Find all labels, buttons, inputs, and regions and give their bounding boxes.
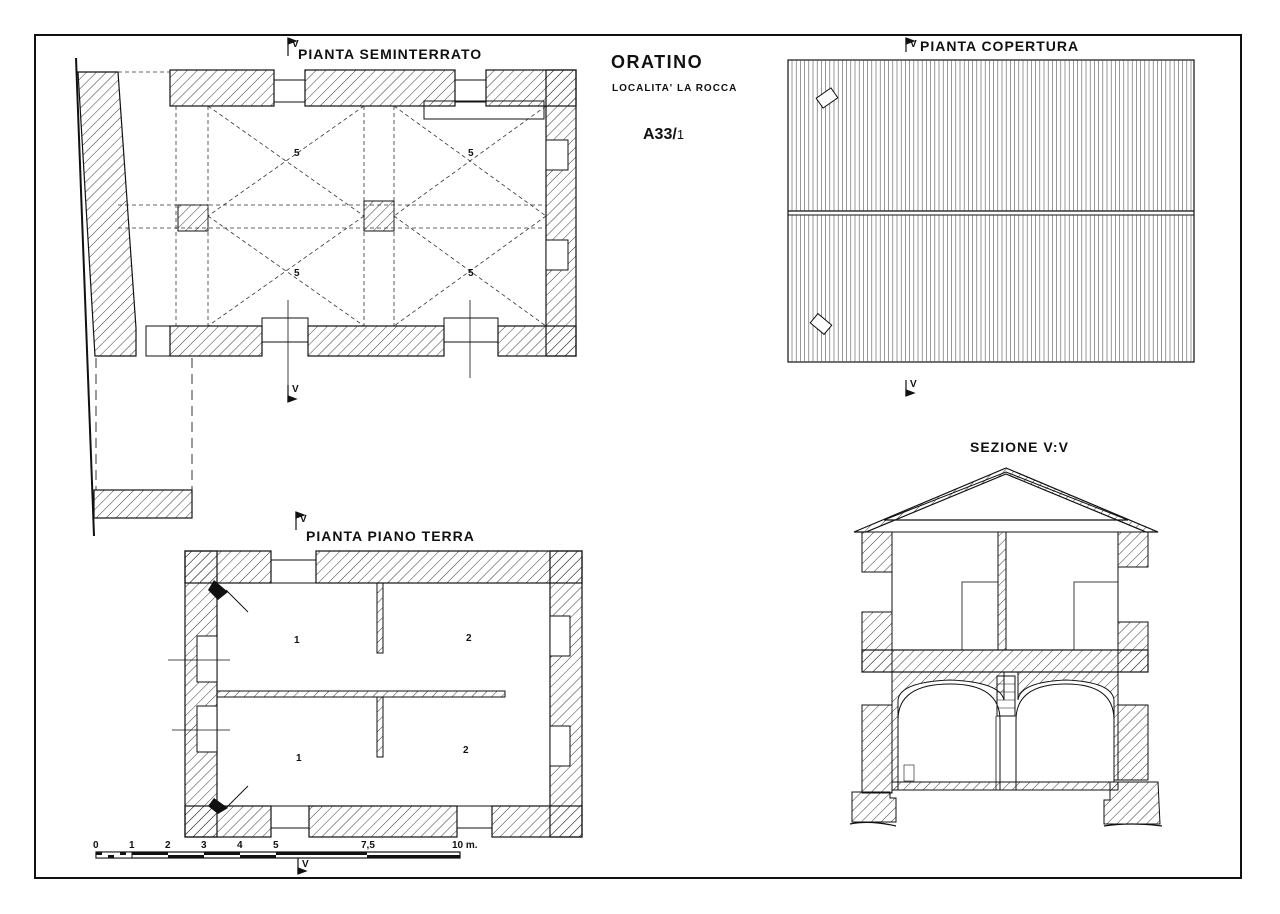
scale-tick-label: 10 m. [452, 840, 478, 851]
section-marker: V [302, 859, 309, 870]
basement-plan [75, 57, 577, 537]
basement-plan-title: PIANTA SEMINTERRATO [298, 46, 483, 62]
scale-tick-label: 1 [129, 840, 135, 851]
sheet-code-sub: 1 [676, 127, 685, 142]
basement-room-label: 5 [468, 148, 474, 159]
ground-room-label: 2 [466, 633, 472, 644]
section-marker: V [292, 39, 299, 50]
section-marker: V [300, 514, 307, 525]
sheet-border [34, 34, 1242, 879]
ground-room-label: 1 [296, 753, 302, 764]
ground-room-label: 2 [463, 745, 469, 756]
roof-plan-title: PIANTA COPERTURA [920, 38, 1080, 54]
section-marker: V [910, 379, 917, 390]
roof-plan [787, 59, 1195, 363]
section-arrows [287, 37, 916, 875]
ground-room-label: 1 [294, 635, 300, 646]
section-marker: V [292, 384, 299, 395]
basement-room-label: 5 [294, 148, 300, 159]
scale-bar [95, 851, 461, 859]
scale-tick-label: 0 [93, 840, 99, 851]
scale-tick-label: 3 [201, 840, 207, 851]
scale-tick-label: 5 [273, 840, 279, 851]
scale-tick-label: 4 [237, 840, 243, 851]
section-marker: V [910, 39, 917, 50]
basement-room-label: 5 [468, 268, 474, 279]
basement-room-label: 5 [294, 268, 300, 279]
ground-plan [168, 550, 583, 838]
scale-tick-label: 2 [165, 840, 171, 851]
scale-tick-label: 7,5 [361, 840, 375, 851]
sheet-location: LOCALITA' LA ROCCA [612, 83, 738, 94]
section-view [849, 467, 1163, 827]
section-title: SEZIONE V:V [970, 439, 1069, 455]
sheet-code-main: A33 [643, 126, 673, 143]
ground-plan-title: PIANTA PIANO TERRA [306, 528, 475, 544]
sheet-code: A33/1 [643, 126, 685, 143]
sheet-title: ORATINO [611, 52, 704, 72]
